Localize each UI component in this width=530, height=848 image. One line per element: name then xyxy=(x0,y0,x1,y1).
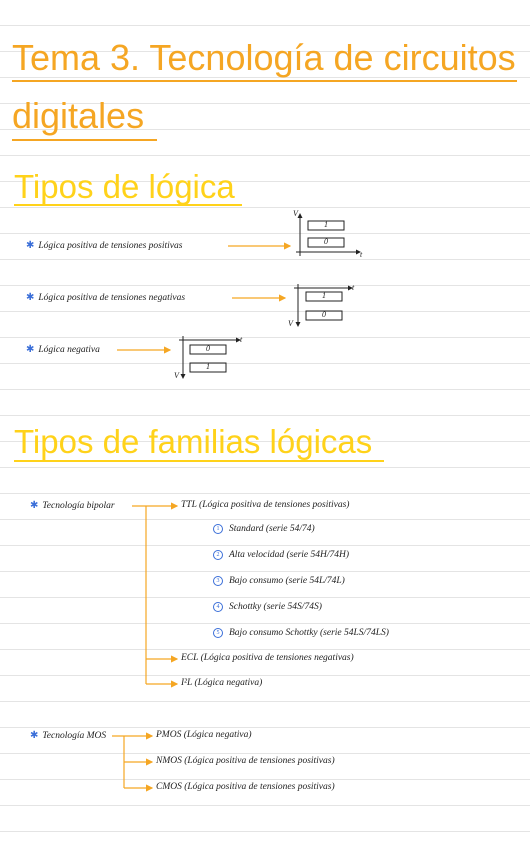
number-1-icon: 1 xyxy=(213,524,223,534)
logic-item-1: ✱Lógica positiva de tensiones positivas xyxy=(26,241,182,252)
asterisk-icon: ✱ xyxy=(26,344,35,355)
family-i2l: I²L (Lógica negativa) xyxy=(181,678,263,688)
diagram-3 xyxy=(179,336,241,379)
diagram-3-top-label: 0 xyxy=(206,344,210,353)
ttl-subtype-2: 2 Alta velocidad (serie 54H/74H) xyxy=(213,550,349,561)
title-underline-2 xyxy=(12,139,157,141)
ttl-subtype-4: 4 Schottky (serie 54S/74S) xyxy=(213,602,322,613)
diagram-1-top-label: 1 xyxy=(324,220,328,229)
tech-bipolar-label: Tecnología bipolar xyxy=(42,501,115,511)
number-3-icon: 3 xyxy=(213,576,223,586)
family-ecl: ECL (Lógica positiva de tensiones negati… xyxy=(181,653,354,663)
ttl-subtype-3-text: Bajo consumo (serie 54L/74L) xyxy=(229,576,345,587)
diagram-3-t-label: t xyxy=(240,335,243,344)
page-title-line1: Tema 3. Tecnología de circuitos xyxy=(12,37,516,78)
tech-mos: ✱Tecnología MOS xyxy=(30,731,106,742)
diagram-2-t-label: t xyxy=(352,283,355,292)
diagram-2-bottom-label: 0 xyxy=(322,310,326,319)
asterisk-icon: ✱ xyxy=(30,730,39,741)
logic-item-1-text: Lógica positiva de tensiones positivas xyxy=(38,241,183,251)
tech-bipolar: ✱Tecnología bipolar xyxy=(30,501,115,512)
family-cmos: CMOS (Lógica positiva de tensiones posit… xyxy=(156,782,335,792)
diagram-1-t-label: t xyxy=(360,250,363,259)
diagram-3-v-label: V xyxy=(174,371,179,380)
page-title-line2: digitales xyxy=(12,95,145,136)
section1-arrows xyxy=(117,242,292,354)
ttl-subtype-3: 3 Bajo consumo (serie 54L/74L) xyxy=(213,576,345,587)
diagram-3-bottom-label: 1 xyxy=(206,362,210,371)
diagram-1 xyxy=(296,213,361,256)
number-5-icon: 5 xyxy=(213,628,223,638)
bipolar-tree xyxy=(132,502,179,688)
mos-tree xyxy=(112,732,154,792)
section-heading-underline-1 xyxy=(14,204,242,206)
diagram-1-bottom-label: 0 xyxy=(324,237,328,246)
diagram-2 xyxy=(294,284,353,327)
asterisk-icon: ✱ xyxy=(26,240,35,251)
number-2-icon: 2 xyxy=(213,550,223,560)
ttl-subtype-5-text: Bajo consumo Schottky (serie 54LS/74LS) xyxy=(229,628,389,639)
asterisk-icon: ✱ xyxy=(26,292,35,303)
diagram-2-v-label: V xyxy=(288,319,293,328)
logic-item-2: ✱Lógica positiva de tensiones negativas xyxy=(26,293,185,304)
number-4-icon: 4 xyxy=(213,602,223,612)
diagram-2-top-label: 1 xyxy=(322,291,326,300)
section-heading-tipos-logica: Tipos de lógica xyxy=(14,168,235,205)
logic-item-2-text: Lógica positiva de tensiones negativas xyxy=(38,293,186,303)
logic-item-3: ✱Lógica negativa xyxy=(26,345,100,356)
ttl-subtype-5: 5 Bajo consumo Schottky (serie 54LS/74LS) xyxy=(213,628,389,639)
logic-item-3-text: Lógica negativa xyxy=(38,345,100,355)
diagram-1-v-label: V xyxy=(293,209,298,218)
family-ttl: TTL (Lógica positiva de tensiones positi… xyxy=(181,500,350,510)
title-underline-1 xyxy=(12,80,517,82)
section-heading-familias: Tipos de familias lógicas xyxy=(14,423,373,460)
family-pmos: PMOS (Lógica negativa) xyxy=(156,730,252,740)
tech-mos-label: Tecnología MOS xyxy=(42,731,107,741)
ttl-subtype-2-text: Alta velocidad (serie 54H/74H) xyxy=(229,550,350,561)
asterisk-icon: ✱ xyxy=(30,500,39,511)
ttl-subtype-1: 1 Standard (serie 54/74) xyxy=(213,524,315,535)
ttl-subtype-4-text: Schottky (serie 54S/74S) xyxy=(229,602,322,613)
family-nmos: NMOS (Lógica positiva de tensiones posit… xyxy=(156,756,335,766)
ttl-subtype-1-text: Standard (serie 54/74) xyxy=(229,524,315,535)
section-heading-underline-2 xyxy=(14,460,384,462)
